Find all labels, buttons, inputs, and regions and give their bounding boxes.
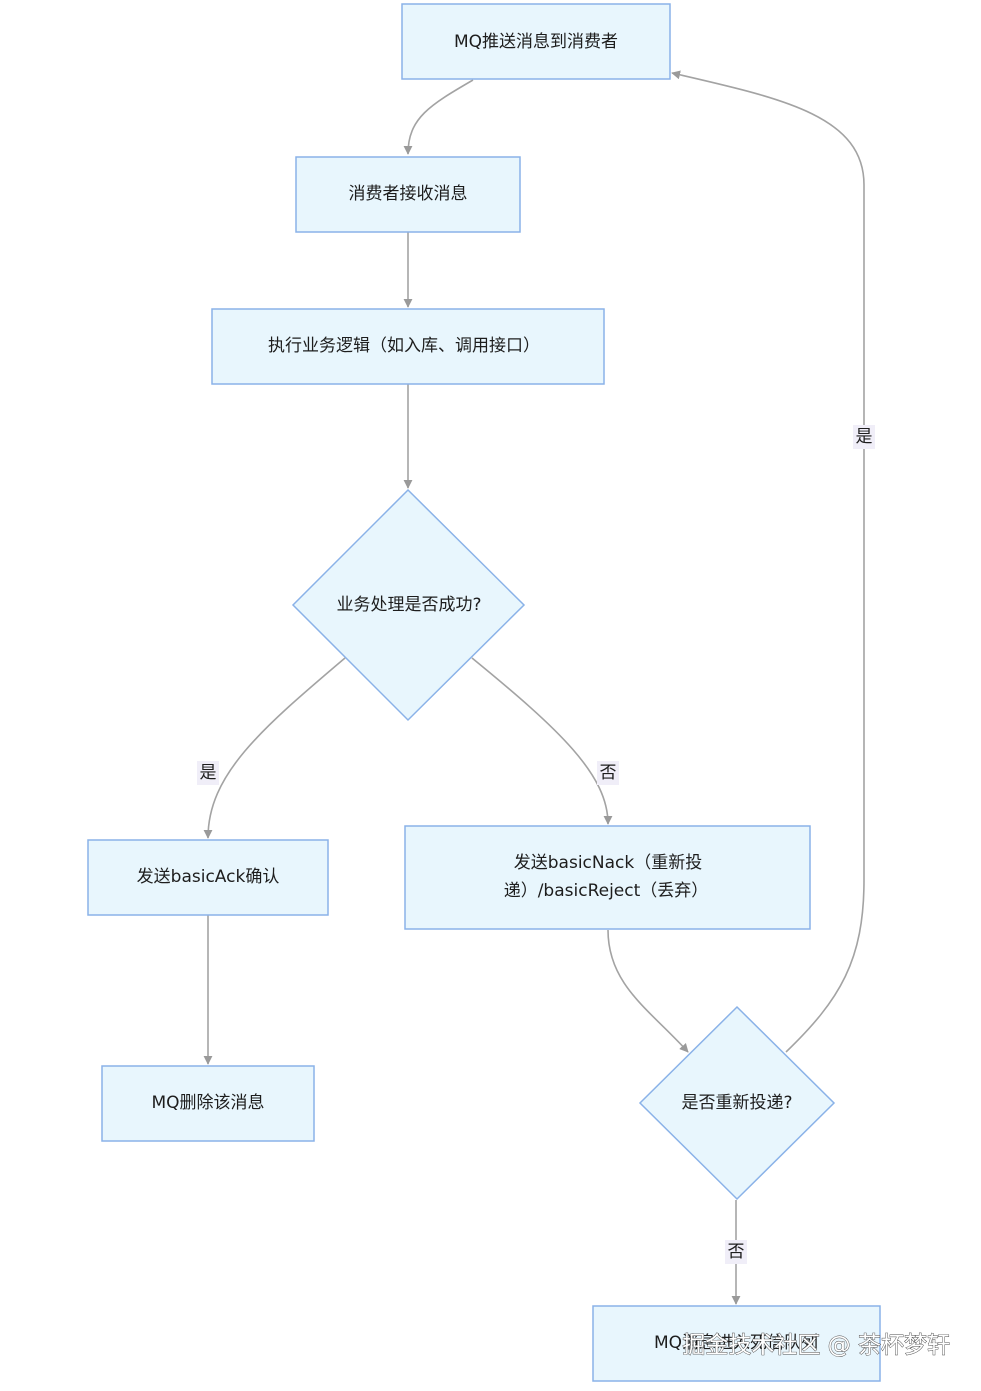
node-nack: 发送basicNack（重新投 递）/basicReject（丢弃） [404,825,811,930]
node-delete-label: MQ删除该消息 [151,1093,264,1113]
edge-label-success-no-text: 否 [600,763,617,783]
watermark: 掘金技术社区 @ 茶杯梦轩 [682,1333,950,1359]
node-execute: 执行业务逻辑（如入库、调用接口） [211,308,605,385]
edge-label-redeliver-no-text: 否 [728,1242,745,1262]
edge-check-to-nack [471,657,613,825]
node-nack-label-line2: 递）/basicReject（丢弃） [504,881,709,901]
node-dead-letter: MQ消息进入死信队列 [592,1305,881,1382]
node-success-check-label: 业务处理是否成功? [336,595,481,615]
edge-label-redeliver-yes: 是 [853,425,875,449]
node-receive: 消费者接收消息 [295,156,521,233]
node-dead-letter-label: MQ消息进入死信队列 [654,1333,818,1353]
edge-check-to-ack [203,657,346,839]
edge-label-success-yes: 是 [197,761,219,785]
edge-label-success-no: 否 [597,761,619,785]
node-delete: MQ删除该消息 [101,1065,315,1142]
edge-label-success-yes-text: 是 [200,763,217,783]
node-push: MQ推送消息到消费者 [401,3,671,80]
node-redeliver-check: 是否重新投递? [638,1005,836,1201]
node-receive-label: 消费者接收消息 [349,184,468,204]
edge-label-redeliver-yes-text: 是 [856,427,873,447]
node-execute-label: 执行业务逻辑（如入库、调用接口） [268,336,540,356]
node-push-label: MQ推送消息到消费者 [454,32,618,52]
edge-nack-to-redeliver [607,929,689,1053]
node-success-check: 业务处理是否成功? [291,488,526,722]
node-nack-label-line1: 发送basicNack（重新投 [514,853,702,873]
edge-redeliver-to-push [671,70,865,1053]
node-redeliver-check-label: 是否重新投递? [681,1093,792,1113]
edge-push-to-receive [403,79,474,155]
edge-label-redeliver-no: 否 [725,1240,747,1264]
node-ack-label: 发送basicAck确认 [137,867,280,887]
node-ack: 发送basicAck确认 [87,839,329,916]
